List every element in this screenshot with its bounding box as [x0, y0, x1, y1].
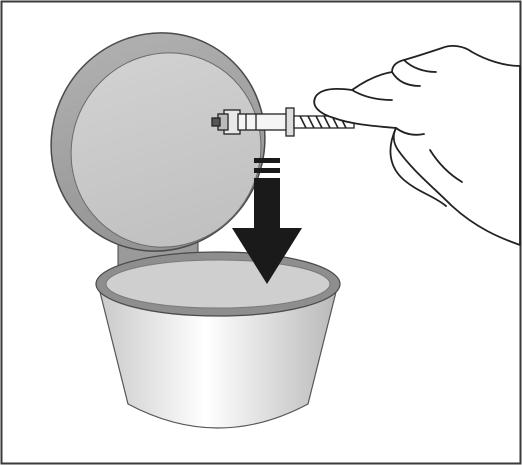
sharps-container-icon	[96, 252, 340, 428]
hand-icon	[314, 46, 520, 245]
container-opening	[106, 260, 330, 308]
